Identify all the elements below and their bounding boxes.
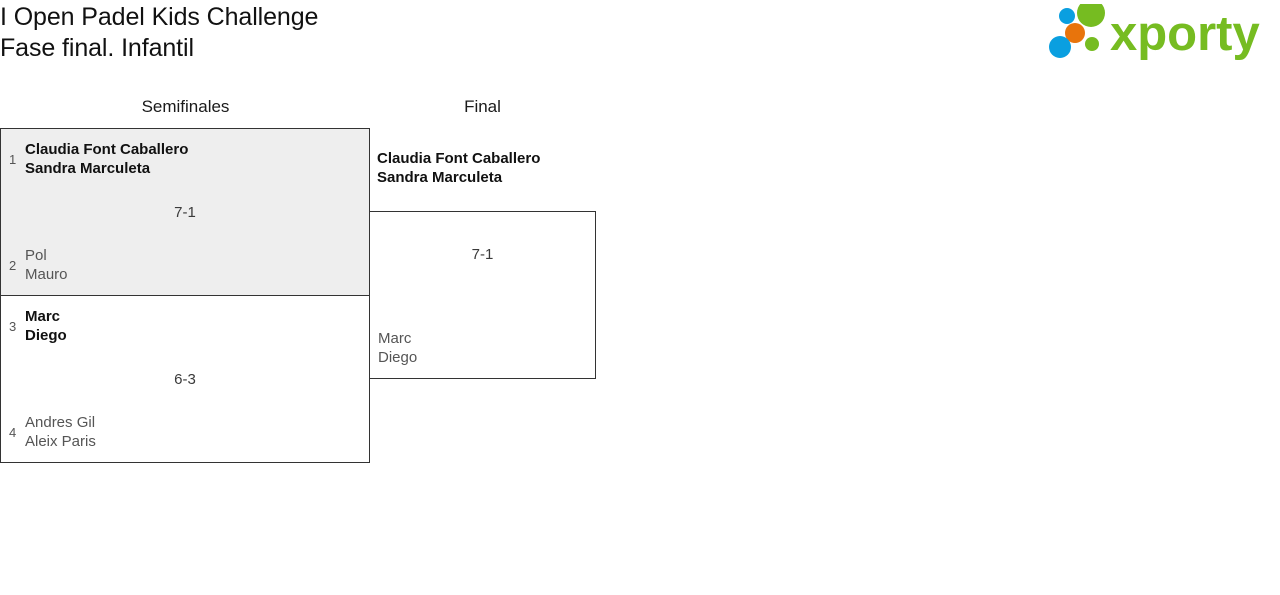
tournament-name: I Open Padel Kids Challenge (0, 3, 319, 31)
match-final[interactable]: 7-1 Marc Diego (369, 211, 596, 379)
final-winner-team[interactable]: Claudia Font Caballero Sandra Marculeta (377, 149, 540, 187)
team-names: Claudia Font Caballero Sandra Marculeta (25, 140, 188, 178)
team-winner[interactable]: 3 Marc Diego (9, 307, 67, 345)
player-name: Andres Gil (25, 414, 96, 431)
player-name: Claudia Font Caballero (25, 141, 189, 158)
tournament-phase: Fase final. Infantil (0, 34, 194, 62)
logo-wordmark: xporty (1110, 7, 1260, 61)
seed-number: 3 (9, 318, 17, 334)
match-semifinal-1[interactable]: 1 Claudia Font Caballero Sandra Marculet… (0, 128, 370, 296)
player-name: Marc (25, 308, 61, 325)
match-score: 6-3 (174, 371, 196, 388)
team-names: Pol Mauro (25, 246, 68, 284)
seed-number: 4 (9, 424, 17, 440)
player-name: Mauro (25, 266, 68, 283)
match-semifinal-2[interactable]: 3 Marc Diego 6-3 4 Andres Gil Aleix Pari… (0, 295, 370, 463)
player-name: Sandra Marculeta (377, 169, 503, 186)
page-title: I Open Padel Kids Challenge Fase final. … (0, 2, 318, 64)
team-names: Andres Gil Aleix Paris (25, 413, 96, 451)
player-name: Diego (378, 349, 418, 366)
team-loser[interactable]: Marc Diego (378, 329, 417, 367)
player-name: Diego (25, 327, 67, 344)
team-loser[interactable]: 2 Pol Mauro (9, 246, 68, 284)
player-name: Claudia Font Caballero (377, 150, 541, 167)
player-name: Marc (378, 330, 412, 347)
team-winner[interactable]: 1 Claudia Font Caballero Sandra Marculet… (9, 140, 188, 178)
player-name: Pol (25, 247, 47, 264)
team-names: Marc Diego (25, 307, 67, 345)
player-name: Sandra Marculeta (25, 160, 151, 177)
match-score: 7-1 (174, 204, 196, 221)
player-name: Aleix Paris (25, 433, 96, 450)
team-names: Marc Diego (378, 329, 417, 367)
round-header-final: Final (464, 97, 501, 116)
team-loser[interactable]: 4 Andres Gil Aleix Paris (9, 413, 96, 451)
seed-number: 1 (9, 151, 17, 167)
match-score: 7-1 (471, 246, 494, 263)
round-header-semifinals: Semifinales (141, 97, 230, 116)
xporty-logo[interactable]: xporty (1048, 4, 1274, 62)
page-header: I Open Padel Kids Challenge Fase final. … (0, 0, 1280, 80)
seed-number: 2 (9, 257, 17, 273)
